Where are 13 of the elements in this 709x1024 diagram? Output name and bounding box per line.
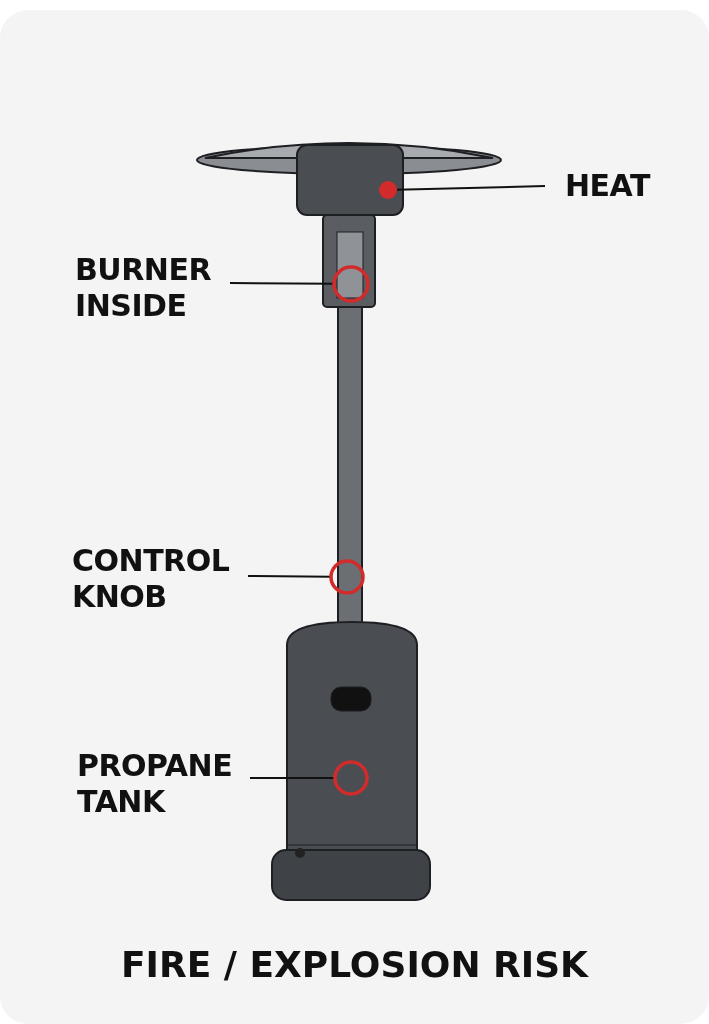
marker-circle: [333, 760, 369, 796]
part-label: PROPANE TANK: [77, 748, 252, 820]
marker-circle: [329, 559, 365, 595]
part-label: CONTROL KNOB: [72, 543, 247, 615]
part-label: HEAT: [565, 168, 665, 204]
marker-dot: [379, 181, 397, 199]
caption: FIRE / EXPLOSION RISK: [119, 944, 590, 985]
leader-line: [247, 575, 332, 578]
part-label: BURNER INSIDE: [75, 252, 235, 324]
marker-circle: [332, 265, 370, 303]
leader-line: [229, 282, 335, 285]
leader-line: [396, 185, 546, 191]
leader-line: [249, 777, 336, 779]
